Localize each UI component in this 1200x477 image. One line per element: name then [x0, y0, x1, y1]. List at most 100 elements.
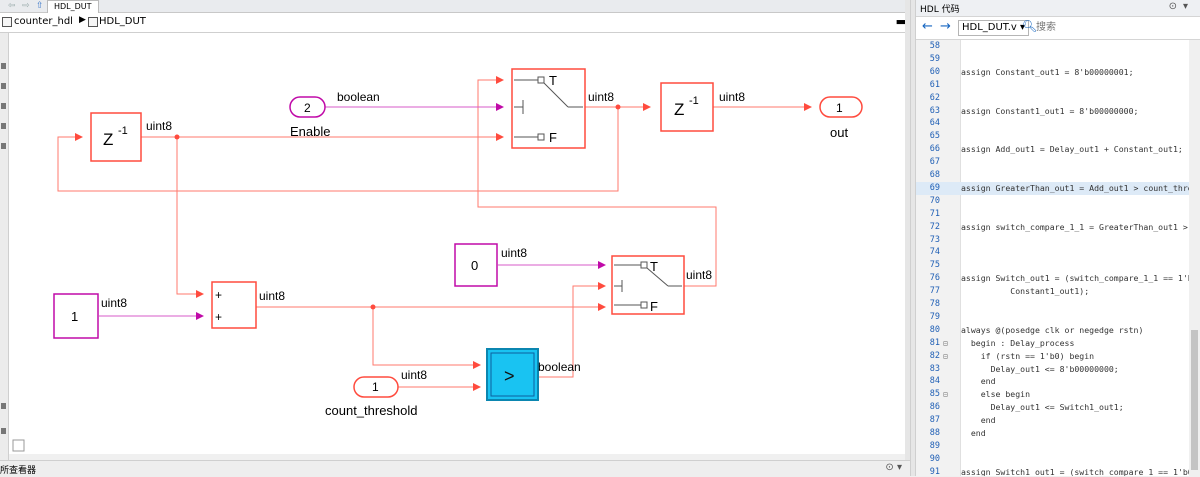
toolbar-icon[interactable]	[1, 123, 6, 129]
file-dropdown[interactable]: HDL_DUT.v ▾	[958, 20, 1030, 36]
signal-type-label: uint8	[588, 90, 614, 104]
code-line[interactable]: 62	[916, 92, 1189, 105]
line-number: 83	[929, 363, 940, 374]
code-line[interactable]: 75	[916, 259, 1189, 272]
breadcrumb-model[interactable]: counter_hdl	[14, 16, 73, 27]
fold-icon[interactable]: ⊟	[943, 390, 948, 400]
signal-type-label: uint8	[146, 119, 172, 133]
code-line[interactable]: 82⊟ if (rstn == 1'b0) begin	[916, 350, 1189, 363]
toolbar-icon[interactable]	[1, 83, 6, 89]
code-line[interactable]: 68	[916, 169, 1189, 182]
constant-block-0[interactable]: 0	[454, 243, 498, 287]
line-number: 80	[929, 324, 940, 335]
toolbar-icon[interactable]	[1, 143, 6, 149]
code-line[interactable]: 84 end	[916, 375, 1189, 388]
bottom-panel-label[interactable]: 所查看器	[0, 466, 37, 476]
switch-block-1[interactable]: T F	[511, 68, 586, 149]
code-text: Constant1_out1);	[961, 286, 1090, 297]
line-number: 81	[929, 337, 940, 348]
code-line[interactable]: 87 end	[916, 414, 1189, 427]
code-line[interactable]: 90	[916, 453, 1189, 466]
svg-text:T: T	[549, 73, 557, 88]
svg-text:0: 0	[471, 258, 478, 273]
panel-divider[interactable]	[910, 0, 916, 476]
code-line[interactable]: 89	[916, 440, 1189, 453]
model-canvas[interactable]: Z -1 Z -1 T F T F + +	[9, 33, 905, 454]
outport-out[interactable]: 1	[819, 96, 863, 118]
code-line[interactable]: 58	[916, 40, 1189, 53]
toolbar-icon[interactable]	[1, 403, 6, 409]
code-line[interactable]: 61	[916, 79, 1189, 92]
panel-options-icon[interactable]: ⊙▾	[1168, 1, 1194, 12]
code-line[interactable]: 74	[916, 246, 1189, 259]
line-number: 82	[929, 350, 940, 361]
code-line[interactable]: 73	[916, 234, 1189, 247]
fold-icon[interactable]: ⊟	[943, 338, 948, 348]
menu-icon[interactable]: ▬	[895, 15, 906, 28]
forward-arrow-icon[interactable]: ⇨	[22, 1, 30, 11]
canvas-scrollbar[interactable]	[905, 0, 910, 476]
code-line[interactable]: 65	[916, 130, 1189, 143]
fold-icon[interactable]: ⊟	[943, 351, 948, 361]
signal-type-label: boolean	[538, 360, 581, 374]
code-line[interactable]: 79	[916, 311, 1189, 324]
code-scrollbar[interactable]	[1189, 40, 1200, 476]
code-line[interactable]: 77 Constant1_out1);	[916, 285, 1189, 298]
line-number: 74	[929, 247, 940, 258]
code-line[interactable]: 64	[916, 117, 1189, 130]
inport-enable[interactable]: 2	[289, 96, 326, 118]
svg-text:Z: Z	[674, 100, 684, 119]
svg-text:>: >	[504, 366, 515, 386]
code-line[interactable]: 59	[916, 53, 1189, 66]
line-number: 58	[929, 41, 940, 51]
sum-block[interactable]: + +	[211, 281, 257, 329]
signal-lines	[57, 76, 812, 391]
svg-text:T: T	[650, 259, 658, 274]
inport-threshold[interactable]: 1	[353, 376, 399, 398]
search-input[interactable]	[1036, 20, 1186, 34]
code-line[interactable]: 88 end	[916, 427, 1189, 440]
svg-text:2: 2	[304, 101, 311, 115]
scrollbar-thumb[interactable]	[1191, 330, 1198, 470]
svg-text:1: 1	[71, 309, 78, 324]
code-line[interactable]: 78	[916, 298, 1189, 311]
breadcrumb-subsystem[interactable]: HDL_DUT	[99, 16, 146, 27]
delay-block-1[interactable]: Z -1	[90, 112, 142, 162]
panel-title: HDL 代码	[920, 5, 960, 15]
toolbar-icon[interactable]	[1, 63, 6, 69]
breadcrumb-arrow-icon: ▶	[79, 15, 86, 25]
up-level-icon[interactable]: ⇧	[36, 1, 44, 11]
line-number: 63	[929, 105, 940, 116]
canvas-corner-icon[interactable]	[12, 439, 25, 452]
switch-block-2[interactable]: T F	[611, 255, 685, 315]
code-text: assign switch_compare_1_1 = GreaterThan_…	[961, 221, 1189, 232]
back-arrow-icon[interactable]: ⇦	[8, 1, 16, 11]
code-line[interactable]: 83 Delay_out1 <= 8'b00000000;	[916, 363, 1189, 376]
tab-hdl-dut[interactable]: HDL_DUT	[47, 0, 99, 13]
compare-block[interactable]: >	[486, 348, 539, 401]
forward-arrow-icon[interactable]: →	[940, 19, 951, 34]
line-number: 65	[929, 131, 940, 142]
code-line[interactable]: 86 Delay_out1 <= Switch1_out1;	[916, 401, 1189, 414]
delay-block-2[interactable]: Z -1	[660, 82, 714, 132]
toolbar-icon[interactable]	[1, 428, 6, 434]
code-line[interactable]: 70	[916, 195, 1189, 208]
code-line[interactable]: 81⊟ begin : Delay_process	[916, 337, 1189, 350]
constant-block-1[interactable]: 1	[53, 293, 99, 339]
code-line[interactable]: 71	[916, 208, 1189, 221]
panel-options-icon[interactable]: ⊙ ▾	[885, 462, 902, 473]
top-nav-strip: ⇦ ⇨ ⇧ HDL_DUT	[0, 0, 910, 13]
code-line[interactable]: 67	[916, 156, 1189, 169]
toolbar-icon[interactable]	[1, 103, 6, 109]
code-line[interactable]: 85⊟ else begin	[916, 388, 1189, 401]
back-arrow-icon[interactable]: ←	[922, 19, 933, 34]
